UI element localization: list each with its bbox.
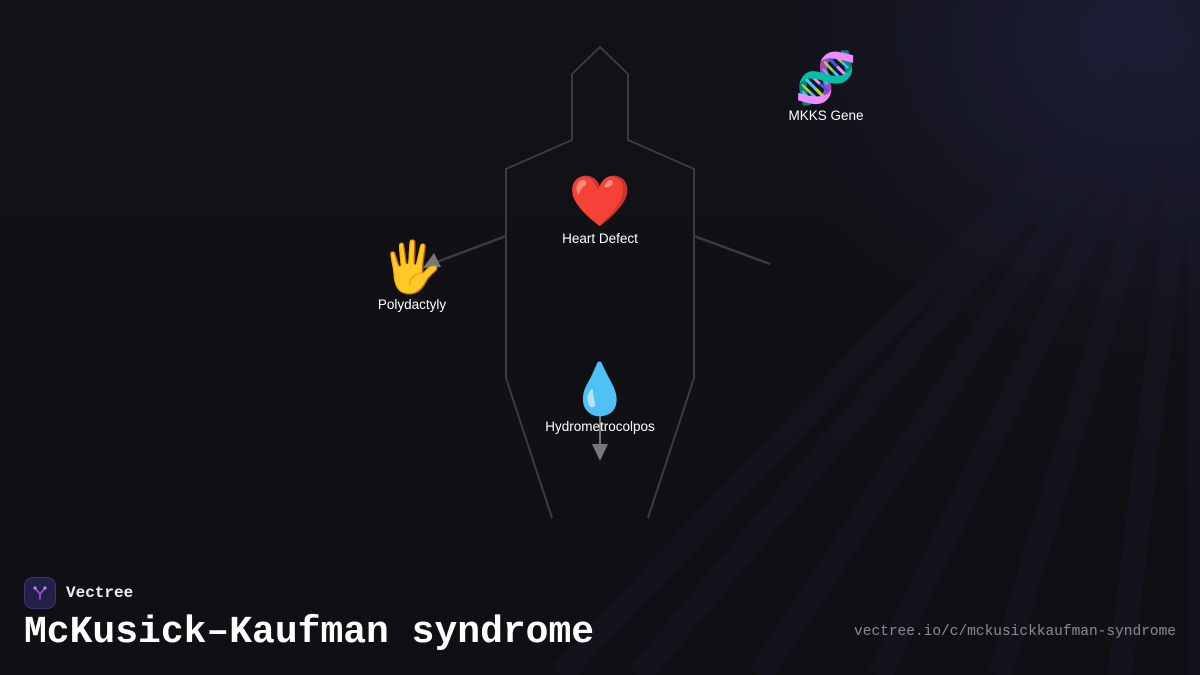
left-arm-line xyxy=(425,234,507,268)
heart-icon: ❤️ xyxy=(568,172,632,230)
vectree-logo xyxy=(24,577,56,609)
dna-icon: 🧬 xyxy=(794,49,858,107)
node-mkks-gene: 🧬 MKKS Gene xyxy=(788,50,863,123)
hand-icon: 🖐️ xyxy=(380,238,444,296)
node-heart-defect: ❤️ Heart Defect xyxy=(562,173,638,246)
node-hydrometrocolpos: 💧 Hydrometrocolpos xyxy=(545,361,655,434)
node-label-hydrometrocolpos: Hydrometrocolpos xyxy=(545,419,655,434)
node-label-heart-defect: Heart Defect xyxy=(562,231,638,246)
node-polydactyly: 🖐️ Polydactyly xyxy=(378,239,446,312)
polydactyly-arrow xyxy=(423,253,441,268)
tree-icon xyxy=(33,586,47,600)
hydrometrocolpos-arrow xyxy=(592,444,608,461)
node-label-mkks-gene: MKKS Gene xyxy=(788,108,864,123)
body-outline xyxy=(505,45,695,519)
brand-name: Vectree xyxy=(66,584,134,602)
page-title: McKusick–Kaufman syndrome xyxy=(24,611,595,654)
source-url[interactable]: vectree.io/c/mckusickkaufman-syndrome xyxy=(854,624,1176,640)
node-label-polydactyly: Polydactyly xyxy=(377,297,447,312)
right-arm-line xyxy=(693,234,771,266)
brand: Vectree xyxy=(24,577,133,609)
droplet-icon: 💧 xyxy=(568,360,632,418)
